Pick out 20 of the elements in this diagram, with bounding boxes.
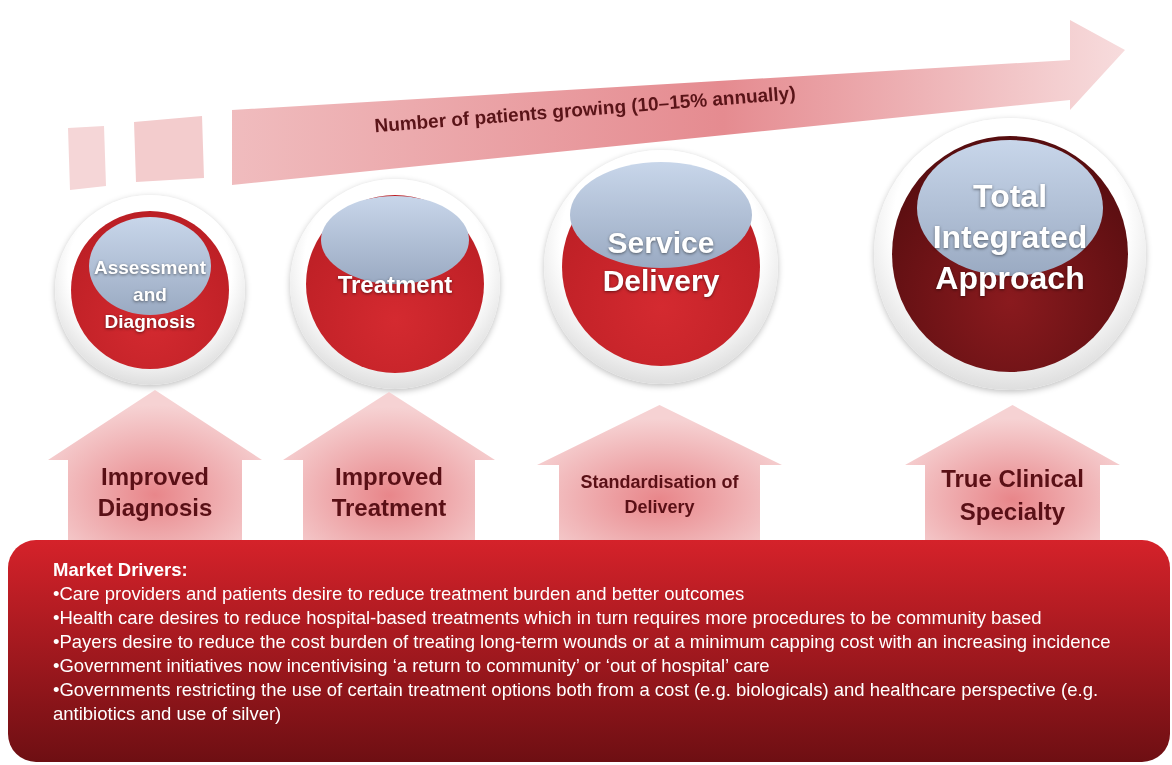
- bullet-text: •Health care desires to reduce hospital-based treatments which in turn requires more procedures to be community based: [53, 606, 1043, 630]
- stage-label: Assessment and Diagnosis: [93, 255, 207, 334]
- bullet-text: •Care providers and patients desire to reduce treatment burden and better outcomes: [53, 582, 746, 606]
- stage-label: Total Integrated Approach: [931, 176, 1089, 298]
- arrow-label: Number of patients growing (10–15% annually): [373, 81, 797, 139]
- driver-label: Standardisation of Delivery: [579, 470, 740, 519]
- stage-label: Service Delivery: [601, 225, 721, 299]
- panel-heading: Market Drivers:: [53, 558, 189, 582]
- up-arrow: [537, 405, 782, 540]
- up-arrow: [48, 390, 262, 540]
- up-arrow: [283, 392, 495, 540]
- bullet-text: •Governments restricting the use of certain treatment options both from a cost (e.g. biologicals) and healthcare perspective (e.g. antibiotics and use of silver): [53, 678, 1100, 726]
- up-arrow: [905, 405, 1120, 540]
- bullet-text: •Government initiatives now incentivising ‘a return to community’ or ‘out of hospital’ care: [53, 654, 771, 678]
- stage-label: Treatment: [336, 271, 454, 299]
- bullet-text: •Payers desire to reduce the cost burden of treating long-term wounds or at a minimum capping cost with an increasing incidence: [53, 630, 1112, 654]
- driver-label: Improved Treatment: [330, 462, 448, 523]
- driver-label: True Clinical Specialty: [940, 463, 1085, 527]
- driver-label: Improved Diagnosis: [96, 462, 214, 523]
- drivers-panel: [8, 540, 1170, 762]
